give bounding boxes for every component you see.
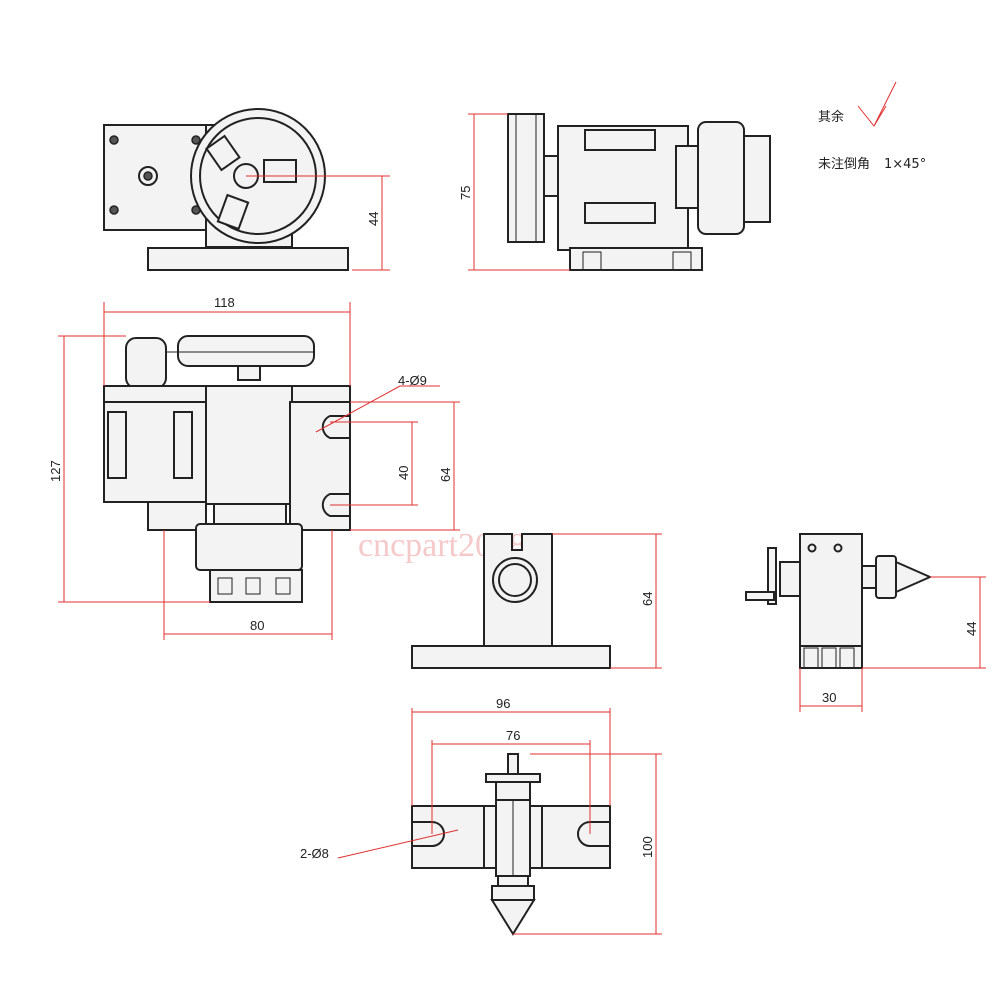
pulley xyxy=(507,113,545,243)
side-view: 75 xyxy=(458,113,771,271)
chamfer-label: 未注倒角 xyxy=(818,157,870,172)
tailstock-front-base xyxy=(411,645,611,669)
belt-pulley xyxy=(177,335,315,367)
top-dimension-64: 64 xyxy=(438,468,453,482)
surface-finish-label: 其余 xyxy=(818,109,844,125)
chuck-jaw-3 xyxy=(216,193,250,231)
chuck-jaw-2 xyxy=(263,159,297,183)
mounting-slot-1 xyxy=(321,415,351,439)
tailstock-center-point xyxy=(895,560,933,594)
notes: 其余 未注倒角 1×45° xyxy=(818,81,926,172)
top-chuck xyxy=(195,523,303,571)
chamfer-value: 1×45° xyxy=(884,157,926,172)
motor-shaft xyxy=(138,166,158,186)
tailstock-handle xyxy=(485,773,541,783)
top-dimension-127: 127 xyxy=(48,460,63,482)
tailstock-dimension-76: 76 xyxy=(506,728,520,743)
top-slot-note: 4-Ø9 xyxy=(398,373,427,388)
tailstock-dimension-30: 30 xyxy=(822,690,836,705)
front-view: 44 xyxy=(103,108,390,271)
tailstock-bore xyxy=(498,563,532,597)
tailstock-side-body xyxy=(799,533,863,647)
side-chuck xyxy=(697,121,745,235)
front-dimension-44: 44 xyxy=(366,212,381,226)
top-dimension-80: 80 xyxy=(250,618,264,633)
tailstock-slot-left xyxy=(411,821,445,847)
side-dimension-75: 75 xyxy=(458,186,473,200)
tailstock-dimension-44: 44 xyxy=(964,622,979,636)
front-view-base xyxy=(147,247,349,271)
tailstock-top-center xyxy=(490,899,536,936)
tailstock-top-view: 96 76 100 2-Ø8 xyxy=(300,696,662,936)
stepper-motor-face xyxy=(103,124,207,231)
surface-finish-symbol xyxy=(857,81,897,127)
tailstock-front-dimension-64: 64 xyxy=(640,592,655,606)
top-dimension-118: 118 xyxy=(214,295,235,310)
top-view: 118 127 4-Ø9 40 64 80 xyxy=(48,295,460,640)
top-dimension-40: 40 xyxy=(396,466,411,480)
tailstock-dimension-96: 96 xyxy=(496,696,510,711)
side-base xyxy=(569,247,703,271)
tailstock-handwheel-hub xyxy=(779,561,801,597)
gear-housing xyxy=(205,385,293,505)
tailstock-dimension-100: 100 xyxy=(640,836,655,858)
tailstock-front-view: 64 xyxy=(411,533,662,669)
tailstock-slot-note: 2-Ø8 xyxy=(300,846,329,861)
chuck-jaw-1 xyxy=(205,134,241,172)
tailstock-slot-right xyxy=(577,821,611,847)
tailstock-side-view: 44 30 xyxy=(745,533,986,712)
